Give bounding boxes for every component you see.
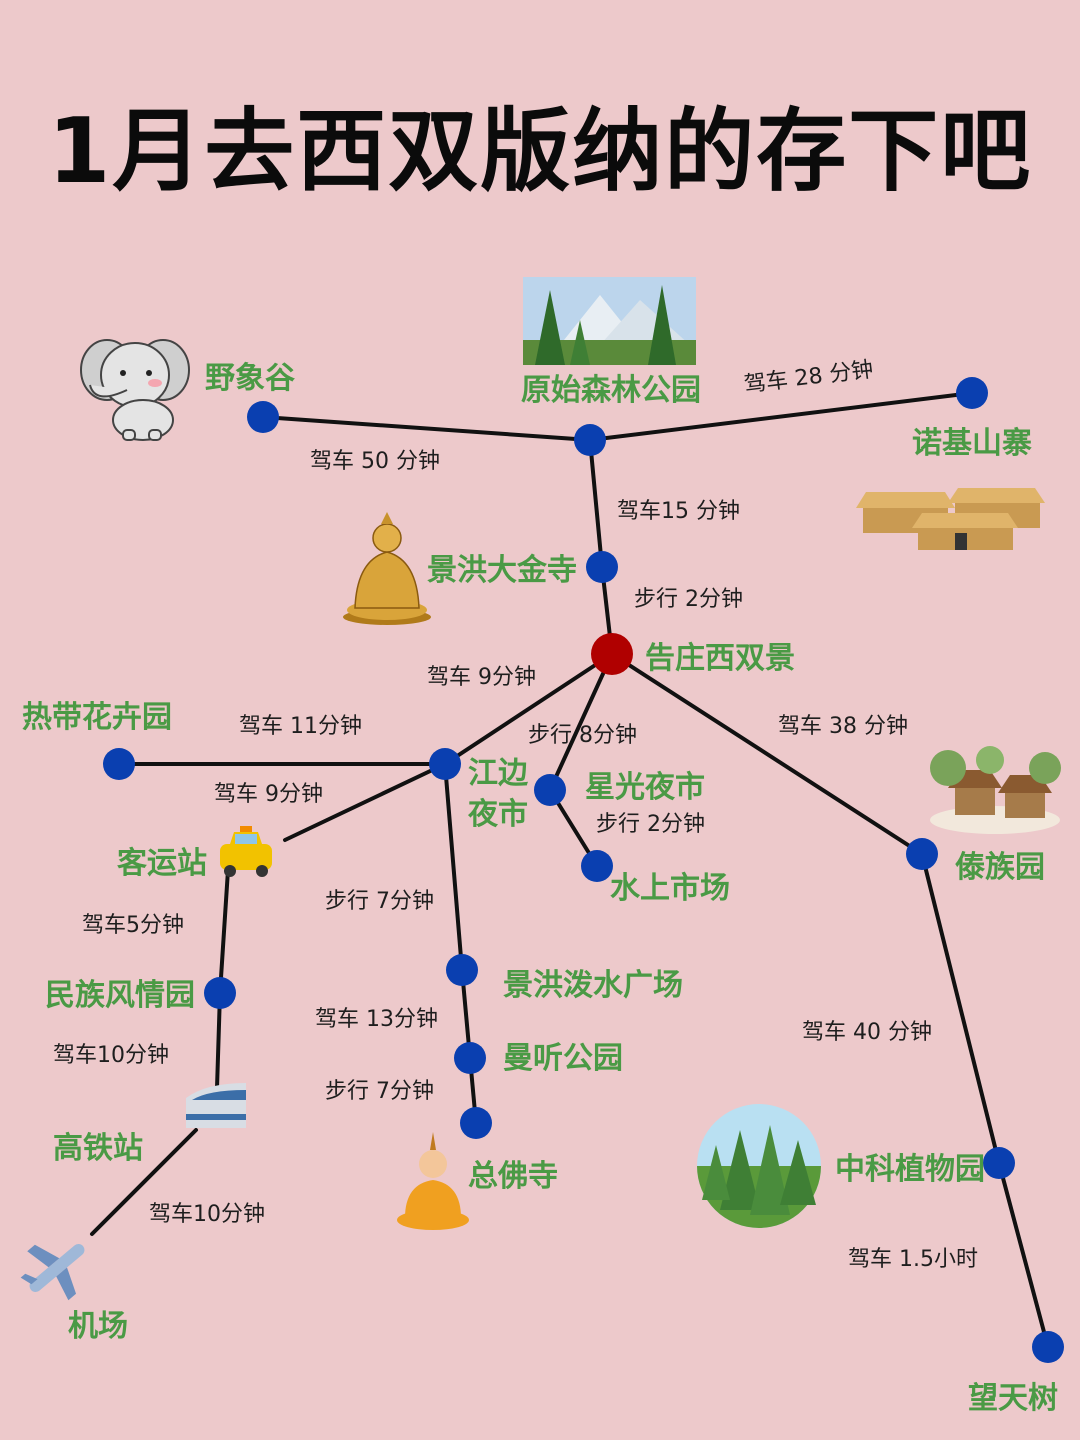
route-labels: 驾车 50 分钟 驾车 28 分钟 驾车15 分钟 步行 2分钟 驾车 9分钟 … — [53, 357, 978, 1272]
route-temple-gaozhuang: 步行 2分钟 — [634, 587, 743, 612]
label-nuoji: 诺基山寨 — [912, 426, 1032, 461]
route-daizu-zhongke: 驾车 40 分钟 — [802, 1020, 932, 1045]
line-yuanshi-temple — [588, 438, 604, 569]
golden-buddha-icon — [343, 512, 431, 625]
route-yuanshi-nuoji: 驾车 28 分钟 — [743, 357, 875, 398]
route-jiangbian-posui: 步行 7分钟 — [325, 889, 434, 914]
stop-posui[interactable] — [446, 954, 478, 986]
route-jiangbian-keyun: 驾车 9分钟 — [214, 782, 323, 807]
route-gaozhuang-daizu: 驾车 38 分钟 — [778, 714, 908, 739]
stop-manting[interactable] — [454, 1042, 486, 1074]
line-daizu-zhongke — [920, 852, 1001, 1165]
route-posui-manting: 驾车 13分钟 — [315, 1007, 438, 1032]
route-gaozhuang-xingguang: 步行 8分钟 — [528, 723, 637, 748]
label-minzu: 民族风情园 — [45, 978, 195, 1013]
line-gaozhuang-xingguang — [548, 652, 614, 792]
stop-xingguang[interactable] — [534, 774, 566, 806]
stop-jiangbian[interactable] — [429, 748, 461, 780]
stop-shuishang[interactable] — [581, 850, 613, 882]
line-jiangbian-keyun — [283, 762, 447, 842]
village-huts-icon — [856, 488, 1045, 550]
place-labels: 野象谷 原始森林公园 诺基山寨 景洪大金寺 告庄西双景 热带花卉园 江边 夜市 … — [22, 361, 1058, 1416]
label-xingguang: 星光夜市 — [585, 770, 705, 805]
route-redai-jiangbian: 驾车 11分钟 — [239, 714, 362, 739]
label-posui: 景洪泼水广场 — [503, 968, 683, 1003]
stop-daizu[interactable] — [906, 838, 938, 870]
line-keyun-minzu — [218, 868, 230, 995]
route-keyun-minzu: 驾车5分钟 — [82, 913, 184, 938]
route-gaozhuang-jiangbian: 驾车 9分钟 — [427, 665, 536, 690]
route-manting-zongfo: 步行 7分钟 — [325, 1079, 434, 1104]
label-keyun: 客运站 — [117, 846, 207, 881]
botanical-garden-icon — [697, 1104, 821, 1228]
line-yexianggu-yuanshi — [261, 415, 592, 442]
line-zhongke-wangtian — [997, 1161, 1050, 1349]
label-jiangbian: 江边 — [468, 756, 529, 791]
line-gaozhuang-jiangbian — [443, 652, 614, 766]
label-manting: 曼听公园 — [503, 1041, 623, 1076]
route-yexianggu-yuanshi: 驾车 50 分钟 — [310, 449, 440, 474]
stop-minzu[interactable] — [204, 977, 236, 1009]
dai-village-icon — [930, 746, 1061, 834]
stop-wangtian[interactable] — [1032, 1331, 1064, 1363]
route-xingguang-shuishang: 步行 2分钟 — [596, 812, 705, 837]
monk-icon — [397, 1132, 469, 1230]
forest-icon — [523, 277, 696, 365]
high-speed-train-icon — [186, 1083, 246, 1128]
line-gaotie-jichang — [90, 1128, 198, 1236]
label-jichang: 机场 — [68, 1309, 128, 1344]
taxi-icon — [220, 826, 272, 877]
label-daizu: 傣族园 — [955, 850, 1045, 885]
label-yexianggu: 野象谷 — [205, 361, 295, 396]
stop-jinghong-temple[interactable] — [586, 551, 618, 583]
route-minzu-gaotie: 驾车10分钟 — [53, 1043, 169, 1068]
label-jinghong-temple: 景洪大金寺 — [427, 553, 577, 588]
label-yuanshi: 原始森林公园 — [521, 373, 701, 408]
route-gaotie-jichang: 驾车10分钟 — [149, 1202, 265, 1227]
stop-zhongke[interactable] — [983, 1147, 1015, 1179]
stop-gaozhuang-hub[interactable] — [591, 633, 633, 675]
line-jiangbian-posui — [443, 762, 464, 972]
label-zongfo: 总佛寺 — [468, 1159, 558, 1194]
stop-redai[interactable] — [103, 748, 135, 780]
airplane-icon — [20, 1244, 85, 1301]
label-zhongke: 中科植物园 — [835, 1152, 985, 1187]
label-redai: 热带花卉园 — [22, 700, 172, 735]
label-wangtian: 望天树 — [968, 1381, 1058, 1416]
label-jiangbian-2: 夜市 — [467, 797, 528, 832]
label-gaotie: 高铁站 — [53, 1131, 143, 1166]
stop-yexianggu[interactable] — [247, 401, 279, 433]
page-title: 1月去西双版纳的存下吧 — [47, 99, 1033, 204]
stop-zongfo[interactable] — [460, 1107, 492, 1139]
stops — [103, 377, 1064, 1363]
label-gaozhuang: 告庄西双景 — [645, 641, 795, 676]
line-yuanshi-nuoji — [588, 391, 974, 442]
elephant-icon — [80, 339, 190, 441]
stop-yuanshi[interactable] — [574, 424, 606, 456]
stop-nuoji[interactable] — [956, 377, 988, 409]
route-yuanshi-temple: 驾车15 分钟 — [617, 499, 740, 524]
line-gaozhuang-daizu — [610, 652, 924, 856]
label-shuishang: 水上市场 — [610, 871, 730, 906]
route-zhongke-wangtian: 驾车 1.5小时 — [848, 1247, 978, 1272]
route-lines — [90, 391, 1050, 1349]
